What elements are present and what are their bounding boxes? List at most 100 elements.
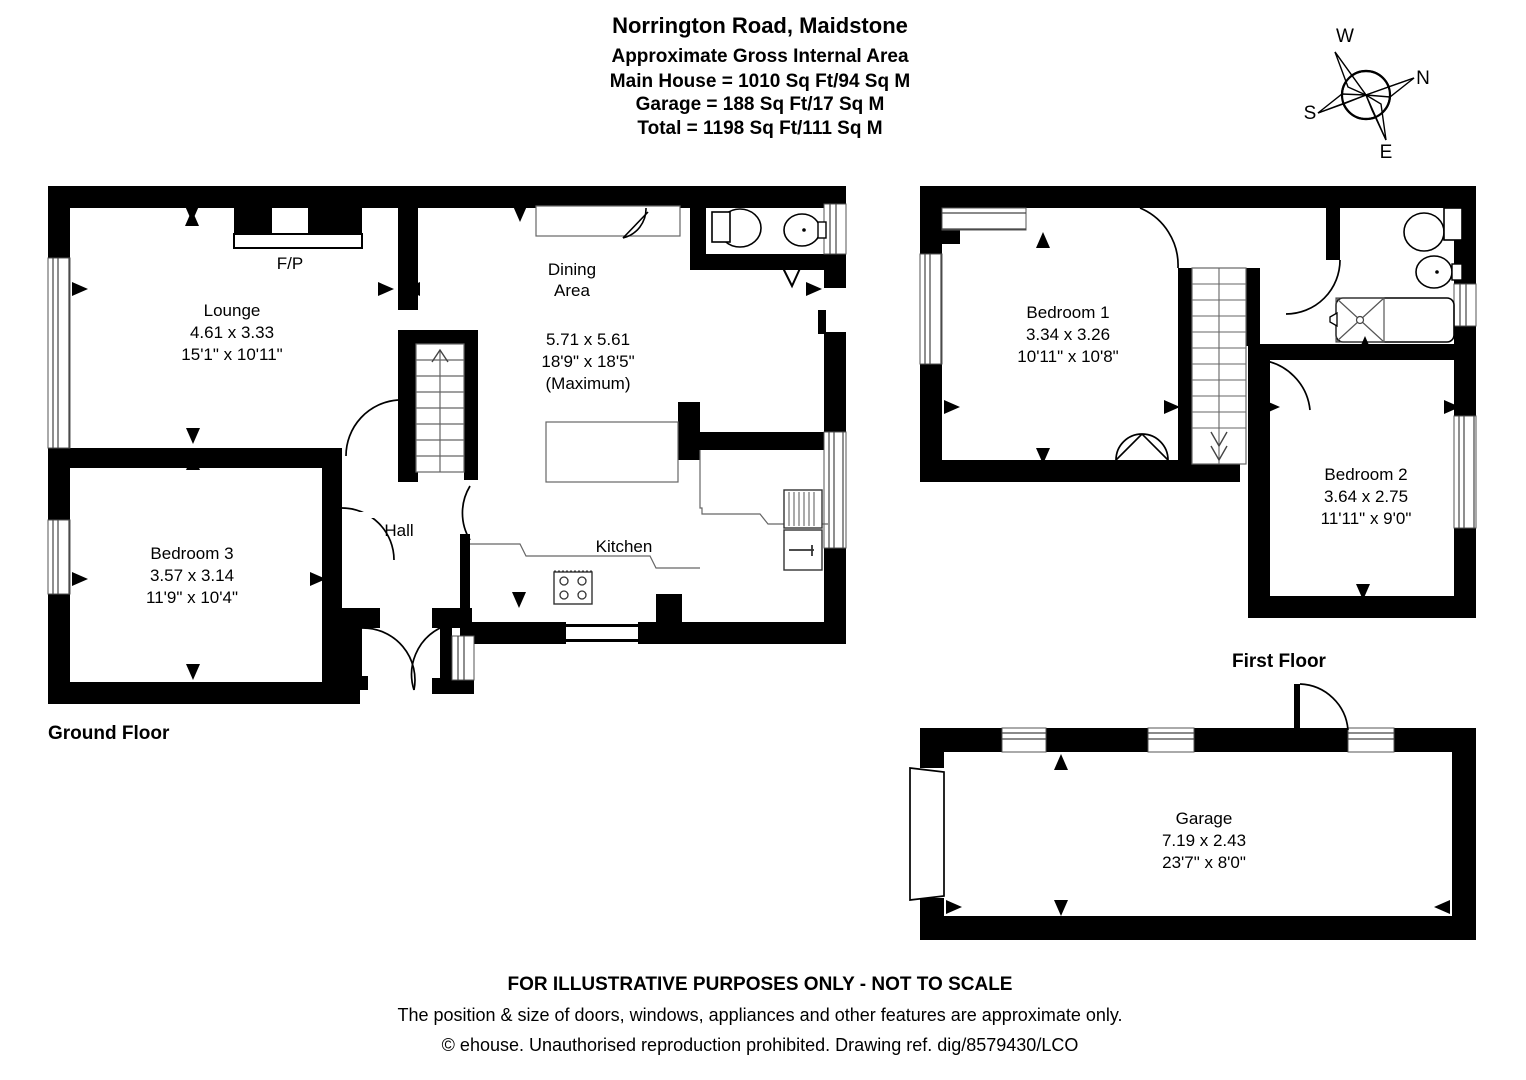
compass-label-north: N	[1416, 68, 1430, 89]
bath-toilet-cistern-icon	[1443, 207, 1463, 241]
header-subtitle: Approximate Gross Internal Area	[611, 46, 908, 67]
kitchen-worktop-bottom	[470, 543, 700, 569]
room-label-bedroom3-imperial: 11'9" x 10'4"	[146, 588, 238, 607]
wall-gf-wc-pier	[806, 254, 826, 270]
hob-icon	[553, 571, 593, 605]
wall-ff-left-lower	[920, 364, 942, 482]
window-ff-bedroom2-right	[1453, 415, 1477, 529]
window-gf-porch	[451, 635, 475, 681]
compass-rose: W N S E	[1304, 26, 1430, 163]
first-floor-plan: Bedroom 1 3.34 x 3.26 10'11" x 10'8" Bed…	[919, 186, 1477, 672]
door-dining-cupboard	[622, 207, 647, 239]
room-label-garage-name: Garage	[1176, 809, 1233, 828]
wall-gf-lounge-dining	[398, 186, 418, 310]
compass-needle-south-light	[1317, 93, 1367, 114]
wall-ff-bed2-left	[1248, 344, 1270, 618]
garage-area: Garage = 188 Sq Ft/17 Sq M	[636, 94, 885, 115]
main-house-area: Main House = 1010 Sq Ft/94 Sq M	[610, 71, 910, 92]
first-floor-room-labels: Bedroom 1 3.34 x 3.26 10'11" x 10'8" Bed…	[1017, 303, 1411, 528]
door-wardrobe-right	[1141, 433, 1169, 461]
door-bedroom2	[1259, 359, 1311, 411]
stair-up-arrow-ground	[431, 348, 449, 363]
wall-gf-kitchen-pier2	[700, 432, 828, 450]
wall-garage-bottom	[920, 916, 1476, 940]
room-label-bedroom1-imperial: 10'11" x 10'8"	[1017, 347, 1118, 366]
compass-label-west: W	[1336, 26, 1354, 47]
kitchen-units	[470, 421, 828, 605]
footer-line-2: The position & size of doors, windows, a…	[397, 1005, 1122, 1025]
stair-down-arrow-a	[1210, 431, 1228, 448]
hall-open-areas	[344, 456, 398, 518]
room-label-garage-metric: 7.19 x 2.43	[1162, 831, 1246, 850]
room-label-lounge-imperial: 15'1" x 10'11"	[181, 345, 282, 364]
bathtub-icon	[1335, 297, 1455, 343]
wall-gf-stair-right	[464, 330, 478, 480]
compass-label-east: E	[1380, 142, 1393, 163]
wall-gf-stair-left	[398, 440, 418, 482]
wall-gf-porch-right-side	[440, 620, 452, 694]
compass-circle-outline	[1340, 69, 1392, 121]
floor-label-ground: Ground Floor	[48, 723, 170, 744]
room-label-bedroom2-metric: 3.64 x 2.75	[1324, 487, 1408, 506]
wall-ff-right-mid	[1454, 326, 1476, 416]
wall-ff-stair-right	[1246, 268, 1260, 346]
staircase-first	[1191, 267, 1247, 465]
garage-personnel-door	[1294, 683, 1349, 731]
door-wardrobe-left	[1115, 433, 1143, 461]
wall-gf-bed3-hall-lower	[322, 600, 342, 682]
wc-fixtures	[711, 208, 827, 289]
window-ff-bedroom1-left	[919, 253, 943, 365]
window-gf-kitchen	[566, 622, 638, 644]
compass-needle-north-light	[1365, 77, 1415, 98]
ground-floor-doors	[341, 399, 471, 691]
wall-gf-porch-left-foot	[342, 676, 368, 690]
door-bedroom1	[1139, 207, 1179, 269]
wall-ff-bath-bottom	[1270, 344, 1476, 360]
room-label-dining-note: (Maximum)	[546, 374, 631, 393]
wall-gf-top	[48, 186, 846, 208]
window-gf-dining	[823, 431, 847, 549]
wall-ff-left-upper	[920, 186, 942, 254]
room-label-garage-imperial: 23'7" x 8'0"	[1162, 853, 1246, 872]
door-bathroom	[1285, 259, 1341, 315]
door-wc	[782, 263, 803, 289]
ground-floor-windows	[47, 203, 847, 681]
room-label-lounge-metric: 4.61 x 3.33	[190, 323, 274, 342]
wall-gf-bed3-hall	[322, 448, 342, 620]
door-lounge-hall	[345, 399, 399, 457]
window-garage-3	[1347, 727, 1395, 753]
wall-garage-left-upper	[920, 728, 944, 768]
total-area: Total = 1198 Sq Ft/111 Sq M	[637, 118, 882, 139]
wall-gf-right-lower	[824, 548, 846, 644]
wall-gf-lounge-dining-lower	[398, 330, 418, 460]
wall-gf-wc-bottom	[690, 254, 810, 270]
window-gf-kitchen-line2	[566, 639, 638, 642]
room-label-bedroom3-metric: 3.57 x 3.14	[150, 566, 234, 585]
wall-ff-bath-pier	[1260, 348, 1270, 360]
room-label-dining-metric: 5.71 x 5.61	[546, 330, 630, 349]
bath-tap-icon	[1329, 311, 1338, 328]
wall-ff-right-lower	[1454, 528, 1476, 618]
wall-gf-bottom-left-corner	[48, 682, 70, 704]
wall-ff-bed1-bottom	[920, 460, 1240, 482]
sink-drainer-icon	[783, 489, 823, 529]
window-gf-wc	[823, 203, 847, 255]
ground-floor-walls	[48, 186, 846, 704]
window-ff-bathroom-right	[1453, 283, 1477, 327]
wall-ff-bed2-bottom	[1248, 596, 1476, 618]
door-kitchen-hall	[461, 485, 471, 541]
window-gf-bedroom3	[47, 519, 71, 595]
door-front-right	[410, 627, 441, 691]
wall-gf-left-lower	[48, 594, 70, 704]
bathroom-fixtures	[1329, 207, 1463, 343]
door-hall-kitchen	[341, 507, 395, 561]
compass-needle-west-light	[1334, 51, 1369, 97]
wall-gf-wc-left	[690, 194, 706, 270]
kitchen-island	[545, 421, 679, 483]
fireplace-unit	[233, 204, 363, 249]
room-label-kitchen: Kitchen	[596, 537, 653, 556]
window-gf-lounge	[47, 257, 71, 449]
wall-ff-top	[920, 186, 1476, 208]
ground-floor-room-labels: Lounge 4.61 x 3.33 15'1" x 10'11" Dining…	[146, 260, 652, 607]
